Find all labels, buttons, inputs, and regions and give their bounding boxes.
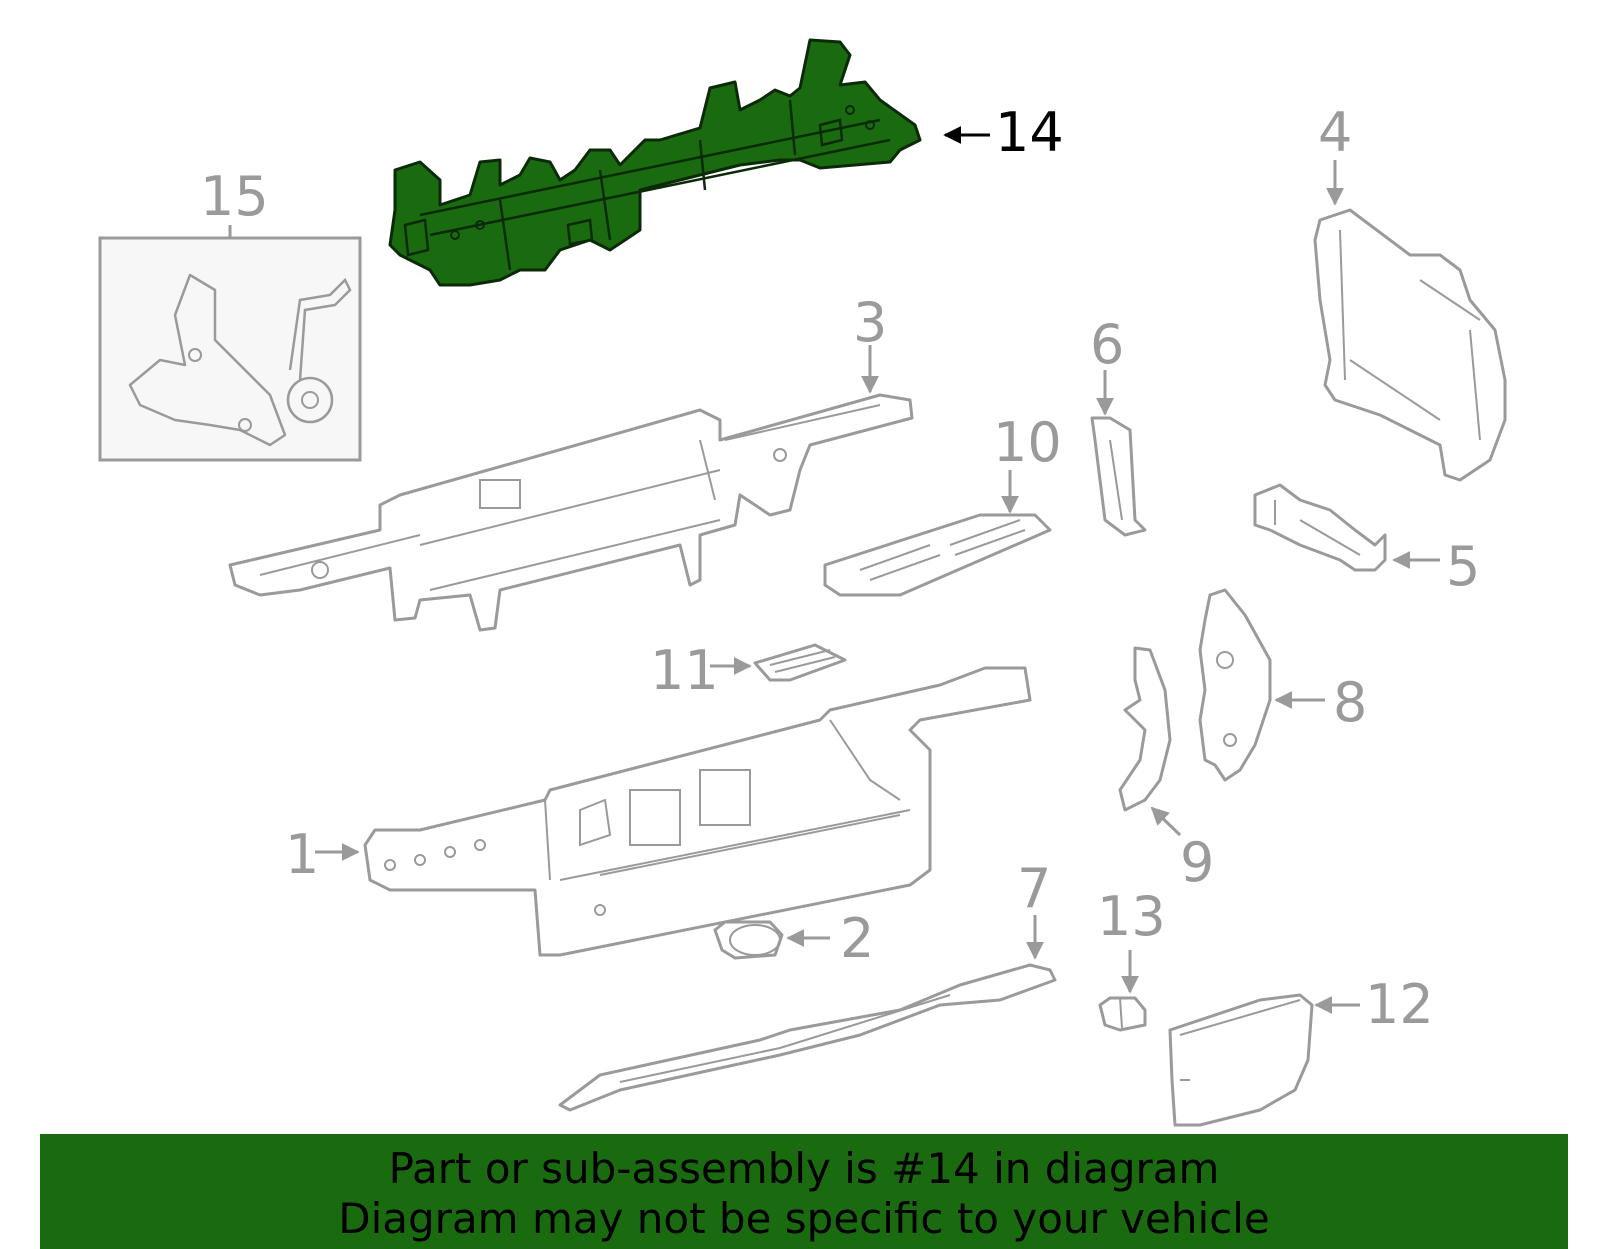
part-12-panel[interactable] [1168,993,1314,1127]
part-11-step-plate[interactable] [753,643,847,682]
callout-3: 3 [853,291,888,354]
banner-line-part-number: Part or sub-assembly is #14 in diagram [388,1144,1220,1193]
banner-line-disclaimer: Diagram may not be specific to your vehi… [338,1194,1270,1243]
part-8-side-bracket[interactable] [1198,588,1272,782]
part-7-trim-strip[interactable] [558,963,1057,1112]
part-6-vertical-bracket[interactable] [1090,416,1147,537]
part-1-rear-bumper[interactable] [363,666,1032,957]
callout-4: 4 [1318,101,1353,164]
part-3-upper-crossmember[interactable] [228,393,914,632]
part-2-plug[interactable] [713,920,784,960]
part-10-step-pad[interactable] [823,513,1052,597]
callout-6: 6 [1090,313,1125,376]
callout-14: 14 [995,101,1064,164]
part-5-bracket[interactable] [1253,483,1387,572]
callout-8: 8 [1333,671,1368,734]
part-14-crossmember[interactable] [388,38,922,287]
part-13-clip[interactable] [1098,996,1147,1032]
callout-10: 10 [993,411,1062,474]
info-banner: Part or sub-assembly is #14 in diagram D… [40,1134,1568,1249]
callout-13: 13 [1097,885,1166,948]
part-15-assembly-box[interactable] [98,225,362,462]
callout-15: 15 [200,165,269,228]
callout-12: 12 [1365,973,1434,1036]
callout-11: 11 [650,639,719,702]
callout-5: 5 [1446,535,1481,598]
callout-9: 9 [1180,831,1215,894]
part-9-curved-bracket[interactable] [1118,646,1172,812]
part-4-side-panel[interactable] [1313,208,1507,482]
parts-diagram [98,38,1507,1127]
callout-2: 2 [840,907,875,970]
callout-1: 1 [285,823,320,886]
callout-7: 7 [1017,857,1052,920]
